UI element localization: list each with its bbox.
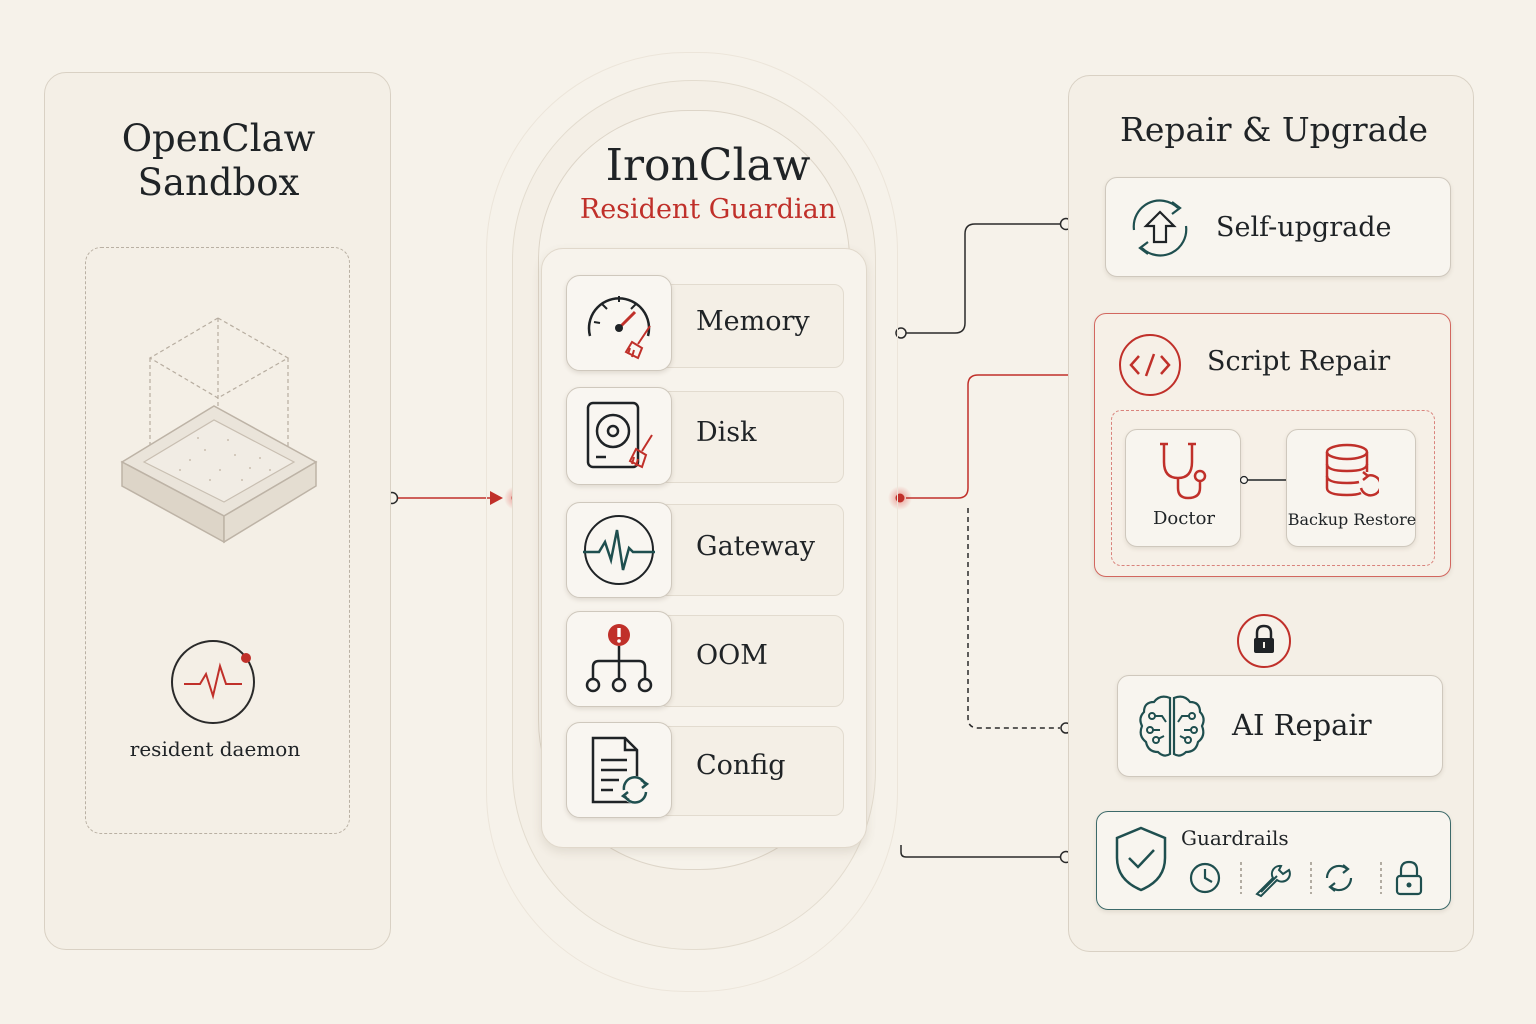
disk-broom-icon [566, 387, 672, 485]
connector-script-repair [888, 368, 1088, 510]
script-repair-tools [1111, 410, 1435, 566]
sandbox-title: OpenClaw Sandbox [45, 117, 392, 205]
refresh-icon [1325, 864, 1353, 892]
shield-check-icon [1115, 826, 1167, 892]
sandbox-title-line1: OpenClaw [121, 117, 316, 160]
guardrails-label: Guardrails [1181, 826, 1289, 850]
stethoscope-icon [1160, 442, 1207, 500]
doctor-card: Doctor [1125, 429, 1241, 547]
ai-repair-label: AI Repair [1232, 708, 1372, 742]
clock-icon [1189, 862, 1221, 894]
sandbox-tray-icon [120, 317, 318, 544]
pulse-icon [566, 502, 672, 598]
guardrails-icons [1189, 860, 1423, 898]
wrench-icon [1255, 864, 1291, 898]
check-row-disk [658, 391, 844, 483]
code-icon [1119, 334, 1181, 396]
sandbox-title-line2: Sandbox [137, 161, 300, 204]
guardian-halo-outer [486, 52, 898, 992]
check-label-oom: OOM [696, 640, 768, 671]
database-restore-icon [1325, 443, 1379, 497]
guardrails-card: Guardrails [1096, 811, 1451, 910]
daemon-label: resident daemon [129, 737, 301, 761]
heartbeat-icon [171, 640, 255, 724]
brain-circuit-icon [1139, 695, 1205, 757]
config-file-refresh-icon [566, 722, 672, 818]
doctor-label: Doctor [1152, 508, 1216, 529]
check-row-oom [658, 615, 844, 707]
check-label-config: Config [696, 750, 786, 781]
upgrade-cycle-icon [1132, 199, 1188, 257]
script-repair-label: Script Repair [1207, 346, 1391, 377]
ai-repair-card: AI Repair [1117, 675, 1443, 777]
alert-tree-icon [566, 611, 672, 707]
doctor-backup-link [1240, 475, 1288, 485]
check-row-gateway [658, 504, 844, 596]
self-upgrade-label: Self-upgrade [1216, 212, 1392, 243]
sandbox-boundary [85, 247, 350, 834]
connector-guardrails [900, 845, 1092, 864]
repair-title: Repair & Upgrade [1119, 110, 1429, 149]
check-row-memory [658, 284, 844, 368]
check-label-memory: Memory [696, 306, 810, 337]
check-label-gateway: Gateway [696, 531, 815, 562]
backup-card: Backup Restore [1286, 429, 1416, 547]
self-upgrade-card: Self-upgrade [1105, 177, 1451, 277]
gauge-broom-icon [566, 275, 672, 371]
backup-label: Backup Restore [1287, 510, 1417, 529]
guardian-subtitle: Resident Guardian [579, 194, 837, 225]
guardian-title: IronClaw [605, 140, 811, 191]
lock-icon [1237, 614, 1291, 668]
check-label-disk: Disk [696, 417, 757, 448]
padlock-icon [1395, 860, 1423, 896]
